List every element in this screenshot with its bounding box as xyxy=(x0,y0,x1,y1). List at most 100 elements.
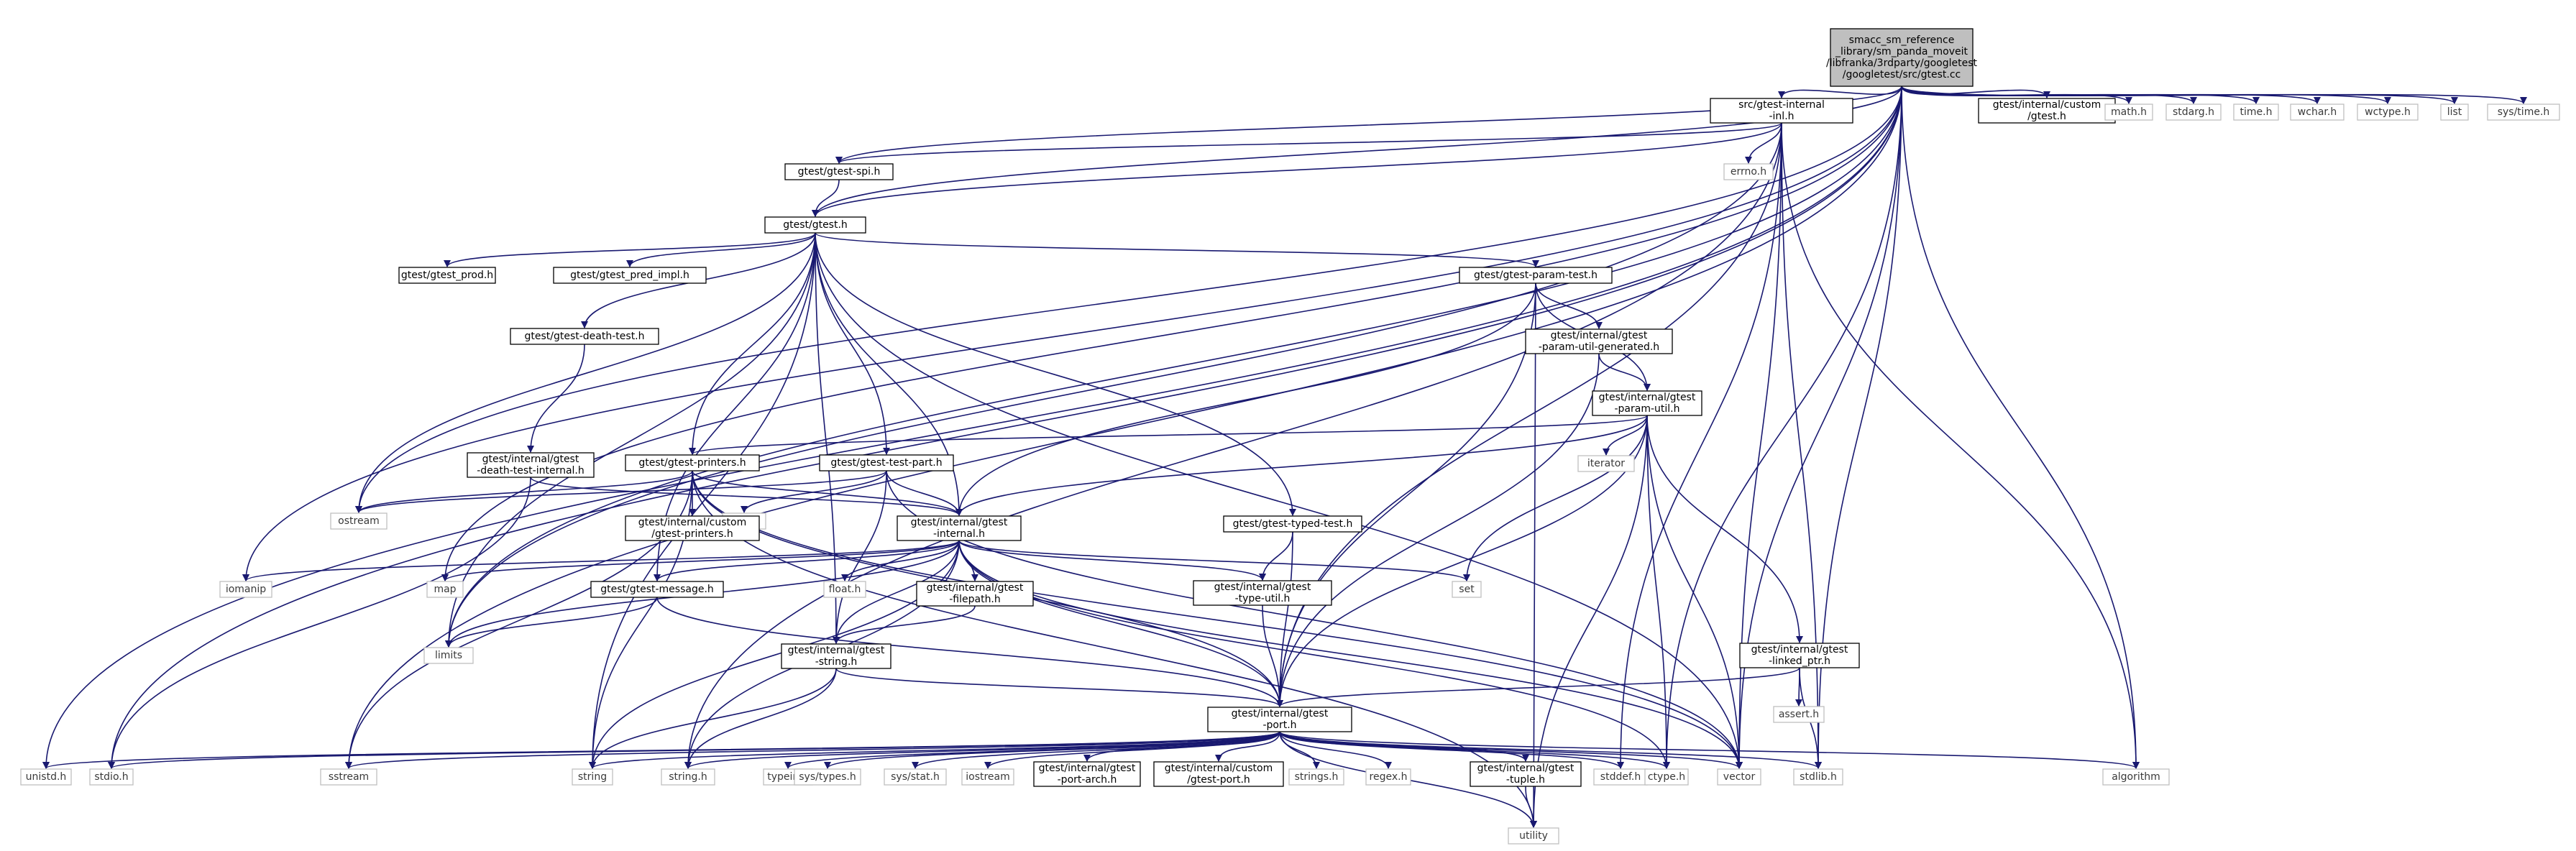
node-message[interactable]: gtest/gtest-message.h xyxy=(590,581,724,598)
node-label: gtest/internal/gtest xyxy=(1599,392,1696,403)
include-edge-root-to-ctype xyxy=(1663,86,1902,769)
node-test_part[interactable]: gtest/gtest-test-part.h xyxy=(819,454,954,472)
node-box-limits xyxy=(423,647,474,664)
include-edge-internal-to-port xyxy=(958,540,1283,707)
node-label: unistd.h xyxy=(26,771,67,783)
include-edge-param_test-to-utility xyxy=(1530,282,1538,828)
node-box-gstring xyxy=(781,643,891,669)
node-box-port xyxy=(1207,707,1352,732)
include-edge-root-to-iomanip xyxy=(242,86,1902,581)
node-param_test[interactable]: gtest/gtest-param-test.h xyxy=(1459,267,1613,284)
node-root[interactable]: smacc_sm_reference_library/sm_panda_move… xyxy=(1826,28,1977,87)
node-filepath[interactable]: gtest/internal/gtest-filepath.h xyxy=(916,581,1034,607)
include-edge-root-to-gi_inl xyxy=(1778,86,1902,98)
node-box-prod xyxy=(398,267,496,284)
node-label: gtest/internal/gtest xyxy=(927,582,1024,594)
node-label: sstream xyxy=(329,771,369,783)
include-edge-typed_test-to-port xyxy=(1276,531,1293,707)
node-label: gtest/internal/gtest xyxy=(911,517,1008,528)
include-edge-printers-to-sstream xyxy=(345,470,693,769)
node-param_gen[interactable]: gtest/internal/gtest-param-util-generate… xyxy=(1525,328,1673,354)
node-custom_port[interactable]: gtest/internal/custom/gtest-port.h xyxy=(1153,761,1284,787)
include-edge-filepath-to-gstring xyxy=(833,605,976,644)
node-sysstat: sys/stat.h xyxy=(884,768,947,786)
node-pred[interactable]: gtest/gtest_pred_impl.h xyxy=(553,267,707,284)
include-edge-param_util-to-vector xyxy=(1646,415,1743,769)
node-label: vector xyxy=(1723,771,1756,783)
node-gstring[interactable]: gtest/internal/gtest-string.h xyxy=(781,643,891,669)
node-box-param_test xyxy=(1459,267,1613,284)
node-sstream: sstream xyxy=(320,768,377,786)
node-time: time.h xyxy=(2233,104,2279,121)
node-box-linked_ptr xyxy=(1739,643,1860,668)
node-box-typed_test xyxy=(1223,515,1362,533)
include-edge-message-to-limits xyxy=(445,597,658,648)
node-box-assert xyxy=(1773,706,1825,723)
include-edge-gtest-to-prod xyxy=(444,232,816,267)
node-param_util[interactable]: gtest/internal/gtest-param-util.h xyxy=(1592,390,1702,416)
node-gtest[interactable]: gtest/gtest.h xyxy=(764,216,866,234)
include-edge-root-to-gi_custom_gtest xyxy=(1901,86,2050,98)
node-tuple[interactable]: gtest/internal/gtest-tuple.h xyxy=(1470,761,1582,787)
include-edge-test_part-to-ostream xyxy=(355,470,887,513)
node-box-sstream xyxy=(320,768,377,786)
node-label: gtest/internal/gtest xyxy=(1039,763,1136,774)
node-box-vector xyxy=(1717,768,1761,786)
node-type_util[interactable]: gtest/internal/gtest-type-util.h xyxy=(1193,580,1332,606)
node-label: gtest/internal/gtest xyxy=(1751,644,1848,656)
node-box-custom_port xyxy=(1153,761,1284,787)
node-spi[interactable]: gtest/gtest-spi.h xyxy=(784,163,894,180)
node-label: -port-arch.h xyxy=(1058,774,1117,786)
node-custom_printers[interactable]: gtest/internal/custom/gtest-printers.h xyxy=(625,515,760,541)
include-edge-root-to-vector xyxy=(1736,86,1902,769)
include-edge-gtest-to-pred xyxy=(626,232,816,267)
include-edge-gtest-to-string xyxy=(589,232,816,769)
node-box-test_part xyxy=(819,454,954,472)
node-limits: limits xyxy=(423,647,474,664)
include-edge-gtest-to-typed_test xyxy=(815,232,1296,516)
node-label: /libfranka/3rdparty/googletest xyxy=(1826,58,1977,69)
node-linked_ptr[interactable]: gtest/internal/gtest-linked_ptr.h xyxy=(1739,643,1860,668)
node-label: gtest/gtest-death-test.h xyxy=(524,331,644,342)
node-port_arch[interactable]: gtest/internal/gtest-port-arch.h xyxy=(1033,761,1141,787)
node-port[interactable]: gtest/internal/gtest-port.h xyxy=(1207,707,1352,732)
node-death_internal[interactable]: gtest/internal/gtest-death-test-internal… xyxy=(467,452,595,478)
include-edge-port-to-stdlib xyxy=(1279,731,1822,769)
node-box-iomanip xyxy=(219,581,272,598)
include-edge-type_util-to-port xyxy=(1262,604,1283,707)
node-typed_test[interactable]: gtest/gtest-typed-test.h xyxy=(1223,515,1362,533)
node-box-root xyxy=(1830,28,1974,87)
node-label: gtest/gtest-typed-test.h xyxy=(1233,518,1353,530)
node-box-stringh xyxy=(661,768,715,786)
node-box-algorithm xyxy=(2102,768,2170,786)
node-box-printers xyxy=(625,454,760,472)
include-edge-port-to-port_arch xyxy=(1083,731,1280,762)
node-gi_inl[interactable]: src/gtest-internal-inl.h xyxy=(1710,98,1853,124)
node-gi_custom_gtest[interactable]: gtest/internal/custom/gtest.h xyxy=(1978,98,2116,124)
node-label: /gtest-printers.h xyxy=(651,528,733,540)
node-internal[interactable]: gtest/internal/gtest-internal.h xyxy=(897,515,1022,541)
node-box-map xyxy=(426,581,464,598)
node-box-wctype xyxy=(2357,104,2419,121)
node-box-iostream xyxy=(961,768,1014,786)
node-box-wchar xyxy=(2290,104,2344,121)
node-label: gtest/internal/gtest xyxy=(1214,581,1311,593)
node-label: -tuple.h xyxy=(1506,774,1545,786)
node-death_test[interactable]: gtest/gtest-death-test.h xyxy=(510,328,659,345)
include-edge-param_test-to-port xyxy=(1276,282,1536,707)
node-box-stdio xyxy=(89,768,134,786)
node-label: -death-test-internal.h xyxy=(477,465,585,477)
node-printers[interactable]: gtest/gtest-printers.h xyxy=(625,454,760,472)
include-edge-param_gen-to-param_util xyxy=(1598,353,1651,391)
node-systime: sys/time.h xyxy=(2487,104,2560,121)
include-edge-root-to-sstream xyxy=(345,86,1902,769)
node-label: gtest/gtest-spi.h xyxy=(798,166,881,178)
node-label: gtest/gtest_prod.h xyxy=(401,270,493,281)
node-prod[interactable]: gtest/gtest_prod.h xyxy=(398,267,496,284)
node-iterator: iterator xyxy=(1577,455,1635,472)
node-label: string.h xyxy=(669,771,707,783)
node-label: wctype.h xyxy=(2365,106,2411,118)
include-edge-port-to-stringh xyxy=(684,731,1280,769)
include-edge-root-to-spi xyxy=(835,86,1902,164)
node-label: string xyxy=(578,771,607,783)
